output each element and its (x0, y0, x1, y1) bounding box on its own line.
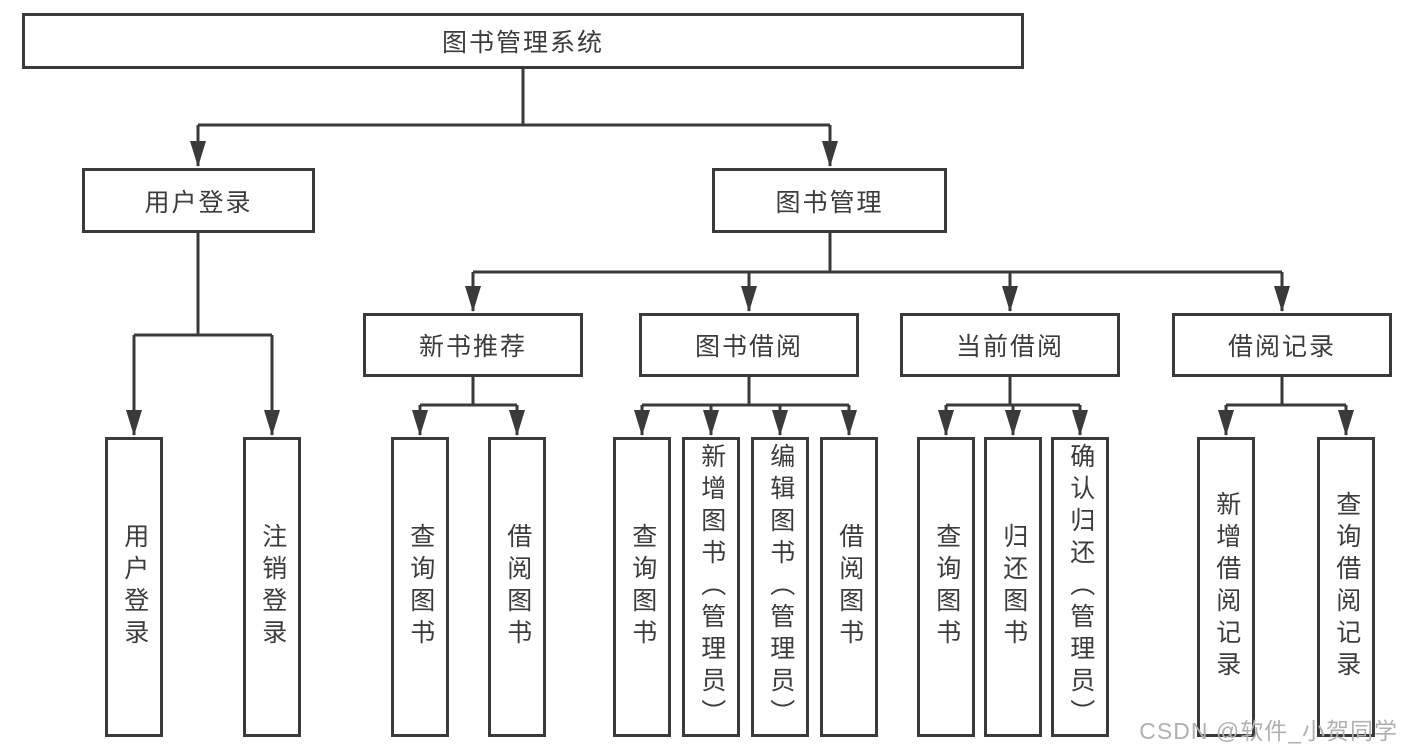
leaf-return-books: 归还图书 (984, 437, 1042, 737)
leaf-logout: 注销登录 (243, 437, 301, 737)
leaf-recommend-query-books: 查询图书 (391, 437, 449, 737)
node-label: 查询图书 (932, 523, 961, 651)
node-book-borrowing: 图书借阅 (639, 313, 859, 377)
node-user-login: 用户登录 (82, 168, 315, 233)
leaf-borrowing-query-books: 查询图书 (613, 437, 671, 737)
node-label: 当前借阅 (955, 333, 1064, 361)
node-label: 新增借阅记录 (1212, 491, 1241, 683)
leaf-add-borrow-record: 新增借阅记录 (1197, 437, 1255, 737)
leaf-current-query-books: 查询图书 (917, 437, 975, 737)
node-label: 用户登录 (120, 523, 149, 651)
node-label: 查询借阅记录 (1332, 491, 1361, 683)
leaf-user-login: 用户登录 (105, 437, 163, 737)
node-borrowing-records: 借阅记录 (1172, 313, 1392, 377)
node-label: 查询图书 (628, 523, 657, 651)
node-new-book-recommendation: 新书推荐 (363, 313, 583, 377)
node-label: 注销登录 (258, 523, 287, 651)
leaf-add-books-admin: 新增图书（管理员） (682, 437, 740, 737)
node-label: 编辑图书（管理员） (766, 443, 795, 731)
node-label: 用户登录 (144, 188, 253, 217)
leaf-query-borrow-record: 查询借阅记录 (1317, 437, 1375, 737)
leaf-borrow-books: 借阅图书 (820, 437, 878, 737)
node-label: 图书管理系统 (441, 29, 604, 57)
node-label: 借阅图书 (503, 523, 532, 651)
node-label: 借阅图书 (835, 523, 864, 651)
node-book-management: 图书管理 (712, 168, 947, 233)
node-label: 图书借阅 (694, 333, 803, 361)
leaf-confirm-return-admin: 确认归还（管理员） (1051, 437, 1109, 737)
node-root-library-system: 图书管理系统 (22, 13, 1024, 69)
node-label: 确认归还（管理员） (1066, 443, 1095, 731)
node-label: 查询图书 (406, 523, 435, 651)
node-current-borrowing: 当前借阅 (900, 313, 1120, 377)
node-label: 借阅记录 (1227, 333, 1336, 361)
node-label: 归还图书 (999, 523, 1028, 651)
node-label: 新增图书（管理员） (697, 443, 726, 731)
node-label: 新书推荐 (418, 333, 527, 361)
leaf-edit-books-admin: 编辑图书（管理员） (751, 437, 809, 737)
csdn-watermark: CSDN @软件_小贺同学 (1139, 718, 1398, 744)
leaf-recommend-borrow-books: 借阅图书 (488, 437, 546, 737)
node-label: 图书管理 (775, 188, 884, 217)
